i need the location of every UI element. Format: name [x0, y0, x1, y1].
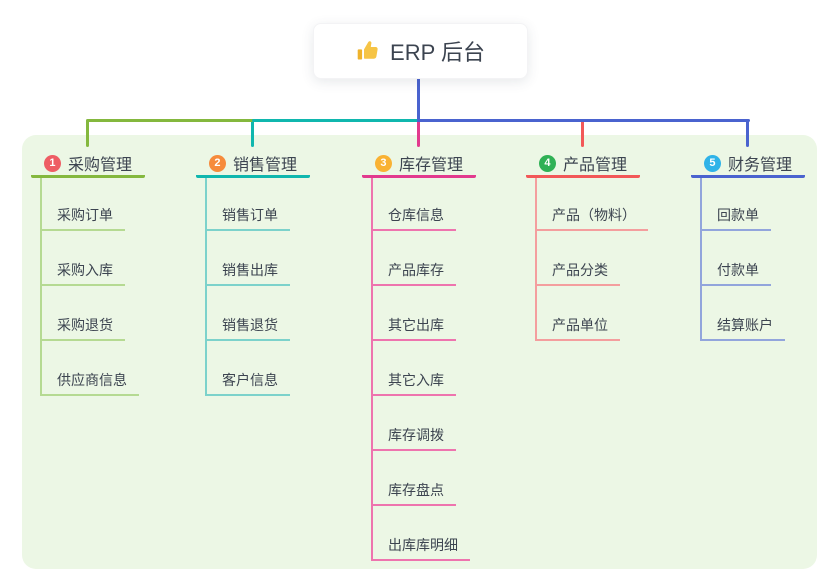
- connector-branch5-children-line: [700, 178, 702, 341]
- node-finance-management[interactable]: 5 财务管理: [691, 151, 805, 178]
- node-sales-order[interactable]: 销售订单: [205, 203, 290, 231]
- node-other-inbound[interactable]: 其它入库: [371, 368, 456, 396]
- node-supplier-info[interactable]: 供应商信息: [40, 368, 139, 396]
- node-warehouse-info[interactable]: 仓库信息: [371, 203, 456, 231]
- branch5-label: 财务管理: [727, 157, 792, 174]
- node-sales-management[interactable]: 2 销售管理: [196, 151, 310, 178]
- node-product-stock[interactable]: 产品库存: [371, 258, 456, 286]
- connector-branch4-drop: [581, 119, 584, 147]
- connector-root-stem: [417, 79, 420, 122]
- node-sales-outbound[interactable]: 销售出库: [205, 258, 290, 286]
- connector-branch3-drop: [417, 119, 420, 147]
- badge-5: 5: [703, 154, 721, 172]
- background-panel: [22, 135, 817, 569]
- connector-branch2-drop: [251, 119, 254, 147]
- node-sales-return[interactable]: 销售退货: [205, 313, 290, 341]
- connector-branch2-children-line: [205, 178, 207, 396]
- node-purchase-inbound[interactable]: 采购入库: [40, 258, 125, 286]
- root-label: ERP 后台: [390, 40, 485, 65]
- node-inventory-management[interactable]: 3 库存管理: [362, 151, 476, 178]
- node-product-management[interactable]: 4 产品管理: [526, 151, 640, 178]
- node-product-material[interactable]: 产品（物料）: [535, 203, 648, 231]
- badge-2: 2: [208, 154, 226, 172]
- node-product-unit[interactable]: 产品单位: [535, 313, 620, 341]
- root-node[interactable]: ERP 后台: [313, 23, 528, 79]
- branch1-label: 采购管理: [67, 157, 132, 174]
- thumbs-up-icon: [356, 39, 380, 63]
- branch2-label: 销售管理: [232, 157, 297, 174]
- connector-horizontal-blue: [417, 119, 750, 122]
- connector-branch4-children-line: [535, 178, 537, 341]
- node-other-outbound[interactable]: 其它出库: [371, 313, 456, 341]
- badge-4: 4: [538, 154, 556, 172]
- node-customer-info[interactable]: 客户信息: [205, 368, 290, 396]
- node-stock-taking[interactable]: 库存盘点: [371, 478, 456, 506]
- node-payment-bill[interactable]: 付款单: [700, 258, 771, 286]
- node-settlement-account[interactable]: 结算账户: [700, 313, 785, 341]
- connector-branch3-children-line: [371, 178, 373, 561]
- node-stock-transfer[interactable]: 库存调拨: [371, 423, 456, 451]
- connector-branch1-drop: [86, 119, 89, 147]
- connector-horizontal-green: [87, 119, 256, 122]
- node-outbound-detail[interactable]: 出库库明细: [371, 533, 470, 561]
- node-purchase-management[interactable]: 1 采购管理: [31, 151, 145, 178]
- node-purchase-return[interactable]: 采购退货: [40, 313, 125, 341]
- node-receipt-bill[interactable]: 回款单: [700, 203, 771, 231]
- branch4-label: 产品管理: [562, 157, 627, 174]
- badge-1: 1: [43, 154, 61, 172]
- connector-horizontal-teal: [252, 119, 420, 122]
- branch3-label: 库存管理: [398, 157, 463, 174]
- node-product-category[interactable]: 产品分类: [535, 258, 620, 286]
- node-purchase-order[interactable]: 采购订单: [40, 203, 125, 231]
- connector-branch5-drop: [746, 119, 749, 147]
- badge-3: 3: [374, 154, 392, 172]
- connector-branch1-children-line: [40, 178, 42, 396]
